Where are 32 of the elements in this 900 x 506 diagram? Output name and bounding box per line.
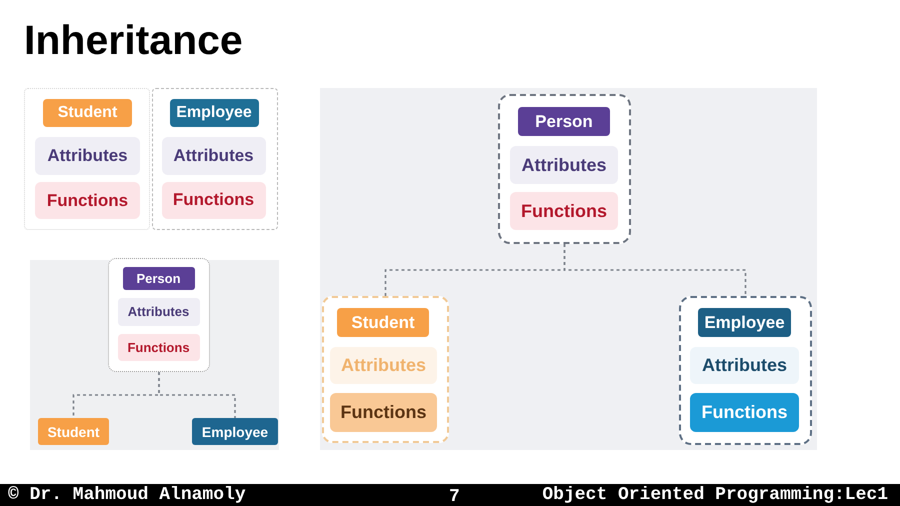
class-card [322,296,449,443]
slide-title: Inheritance [24,16,243,65]
class-card [679,296,812,445]
functions-section: Functions [330,393,437,432]
class-card [152,88,278,230]
class-name-header: Student [43,99,132,127]
attributes-section: Attributes [510,146,618,184]
course-title: Object Oriented Programming:Lec1 [542,484,888,506]
attributes-section: Attributes [35,137,140,175]
functions-section: Functions [162,182,266,218]
functions-section: Functions [690,393,799,432]
functions-section: Functions [118,334,200,360]
class-name-header: Employee [192,418,278,445]
class-card [24,88,150,230]
functions-section: Functions [35,182,140,219]
functions-section: Functions [510,192,618,230]
class-name-header: Employee [698,308,791,337]
class-name-header: Student [337,308,429,337]
class-card [498,94,631,244]
class-name-header: Person [518,107,610,136]
class-name-header: Student [38,418,109,445]
author-credit: © Dr. Mahmoud Alnamoly [8,484,246,506]
connector-line [158,372,236,418]
class-card [108,258,210,372]
class-name-header: Employee [170,98,258,126]
attributes-section: Attributes [162,136,266,174]
class-name-header: Person [122,266,194,290]
page-number: 7 [449,486,460,506]
attributes-section: Attributes [118,298,200,326]
connector-line [564,244,746,296]
attributes-section: Attributes [330,347,437,384]
attributes-section: Attributes [690,347,799,384]
